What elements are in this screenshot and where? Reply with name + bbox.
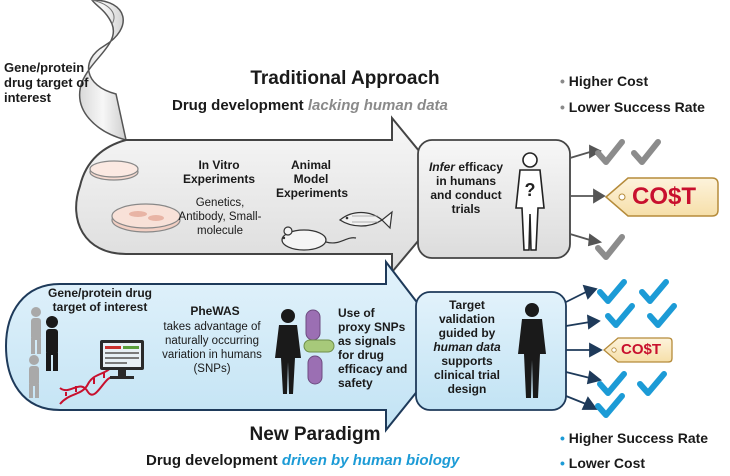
new-outcome-arrows: [565, 284, 603, 410]
new-paradigm-subtitle: Drug development driven by human biology: [146, 452, 566, 469]
new-bullet-2-text: Lower Cost: [568, 455, 646, 471]
infer-rest: efficacy in humans and conduct trials: [430, 160, 504, 216]
population-icons: [29, 307, 58, 398]
cost-tag-small-text: CO$T: [621, 341, 662, 358]
target-validation-pre: Target validation guided by: [438, 298, 496, 340]
proxy-snps-text: Use of proxy SNPs as signals for drug ef…: [338, 306, 408, 390]
blue-check-icons: [595, 279, 677, 418]
traditional-bullet-1-text: Higher Cost: [568, 73, 649, 89]
traditional-bullet-1: • Higher Cost: [560, 73, 649, 89]
animal-model-title: Animal Model Experiments: [276, 158, 349, 200]
phewas-description: takes advantage of naturally occurring v…: [162, 321, 262, 375]
target-validation-post: supports clinical trial design: [433, 354, 501, 396]
infer-text: Infer efficacy in humans and conduct tri…: [428, 160, 504, 216]
phewas-title: PheWAS: [190, 304, 240, 318]
new-bullet-1: • Higher Success Rate: [560, 430, 709, 446]
new-gene-label: Gene/protein drug target of interest: [48, 286, 153, 314]
human-silhouette-target-icon: [518, 303, 546, 398]
gray-check-icons: [595, 139, 661, 260]
traditional-subtitle: Drug development lacking human data: [172, 97, 532, 114]
petri-dish-large: [111, 203, 181, 233]
new-paradigm-title: New Paradigm: [249, 424, 381, 445]
traditional-bullet-2-text: Lower Success Rate: [568, 99, 705, 115]
fish-icon: [338, 210, 393, 230]
monitor-icon: [100, 340, 144, 379]
new-subtitle-prefix: Drug development: [146, 452, 282, 469]
new-bullet-2: • Lower Cost: [560, 455, 646, 471]
dna-helix-icon: [59, 363, 115, 405]
new-subtitle-emphasis: driven by human biology: [281, 452, 460, 469]
cost-tag-large: [604, 177, 719, 217]
traditional-subtitle-prefix: Drug development: [172, 97, 308, 114]
new-paradigm-arrow: [4, 259, 454, 433]
pill-icons: [303, 309, 335, 385]
mouse-icon: [281, 226, 357, 251]
human-outline-icon: ?: [515, 152, 545, 251]
spiral-ribbon: [79, 0, 127, 142]
svg-text:?: ?: [525, 180, 536, 200]
human-silhouette-icon: [275, 309, 301, 394]
traditional-arrow: [75, 115, 458, 275]
petri-dish-small: [89, 160, 139, 181]
infer-emphasis: Infer: [428, 160, 455, 174]
traditional-subtitle-emphasis: lacking human data: [307, 97, 448, 114]
traditional-outcome-arrows: [569, 144, 606, 247]
traditional-title: Traditional Approach: [250, 68, 440, 89]
in-vitro-title: In Vitro Experiments: [182, 158, 256, 186]
cost-tag-small: [603, 337, 673, 363]
cost-tag-large-text: CO$T: [632, 183, 697, 210]
target-validation-text: Target validation guided by human data s…: [420, 298, 514, 396]
target-validation-emphasis: human data: [433, 340, 501, 354]
new-bullet-1-text: Higher Success Rate: [568, 430, 709, 446]
traditional-gene-label: Gene/protein drug target of interest: [4, 60, 89, 105]
in-vitro-description: Genetics, Antibody, Small-molecule: [178, 197, 262, 237]
traditional-bullet-2: • Lower Success Rate: [560, 99, 705, 115]
